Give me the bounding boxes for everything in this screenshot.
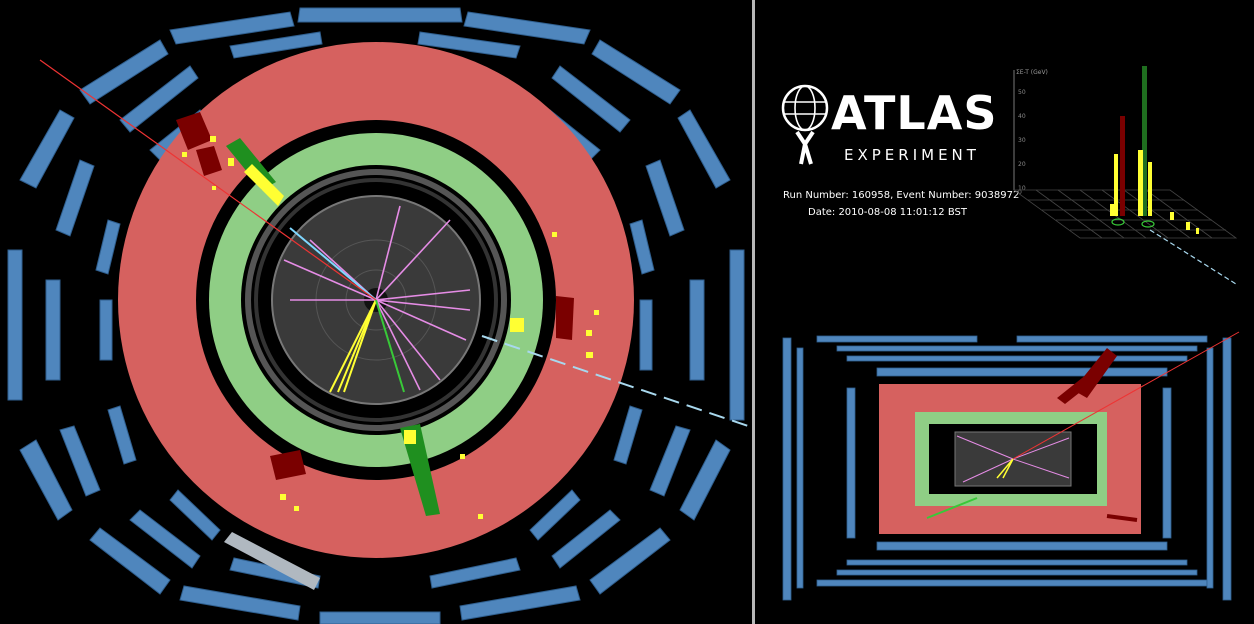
muon-track-green bbox=[375, 299, 405, 393]
energy-deposits-upper-left bbox=[176, 112, 284, 206]
right-panel: ATLAS EXPERIMENT Run Number: 160958, Eve… bbox=[755, 0, 1254, 624]
lego-z-tick: 30 bbox=[1018, 137, 1026, 144]
outgoing-red-line bbox=[39, 59, 377, 301]
end-view-event-display bbox=[7, 7, 749, 624]
energy-deposits-lower bbox=[270, 424, 483, 519]
atlas-logo-title: ATLAS bbox=[831, 86, 998, 140]
outgoing-dashed-line bbox=[481, 335, 749, 427]
side-tracks bbox=[956, 435, 1070, 483]
lego-met-line bbox=[1149, 229, 1237, 285]
atlas-logo-subtitle: EXPERIMENT bbox=[844, 146, 980, 164]
lego-towers bbox=[1110, 66, 1199, 234]
muon-chamber-highlighted bbox=[224, 532, 320, 590]
lego-z-ticks: 50 40 30 20 10 0 bbox=[1018, 89, 1026, 196]
side-view-event-display bbox=[782, 331, 1240, 601]
view-divider bbox=[752, 0, 755, 624]
lego-z-tick: 10 bbox=[1018, 185, 1026, 192]
lego-z-tick: 40 bbox=[1018, 113, 1026, 120]
lego-plot: ΣE-T (GeV) 50 40 30 20 10 0 bbox=[1012, 66, 1238, 285]
lego-z-tick: 50 bbox=[1018, 89, 1026, 96]
event-date: Date: 2010-08-08 11:01:12 BST bbox=[808, 207, 967, 218]
lego-z-tick: 20 bbox=[1018, 161, 1026, 168]
energy-deposits-right bbox=[510, 232, 599, 358]
electron-track bbox=[289, 227, 377, 301]
lego-z-label: ΣE-T (GeV) bbox=[1016, 69, 1048, 76]
atlas-logo: ATLAS EXPERIMENT bbox=[775, 80, 996, 175]
side-muon-chambers bbox=[782, 335, 1232, 601]
charged-tracks bbox=[283, 205, 471, 391]
jet-tracks bbox=[329, 299, 377, 393]
run-event-number: Run Number: 160958, Event Number: 903897… bbox=[783, 190, 1020, 201]
muon-chambers-middle bbox=[45, 31, 705, 589]
atlas-globe-figure-icon bbox=[781, 84, 829, 165]
side-red-line bbox=[1012, 331, 1240, 460]
lego-z-tick: 0 bbox=[1018, 189, 1022, 196]
muon-chambers-outer bbox=[7, 7, 745, 624]
